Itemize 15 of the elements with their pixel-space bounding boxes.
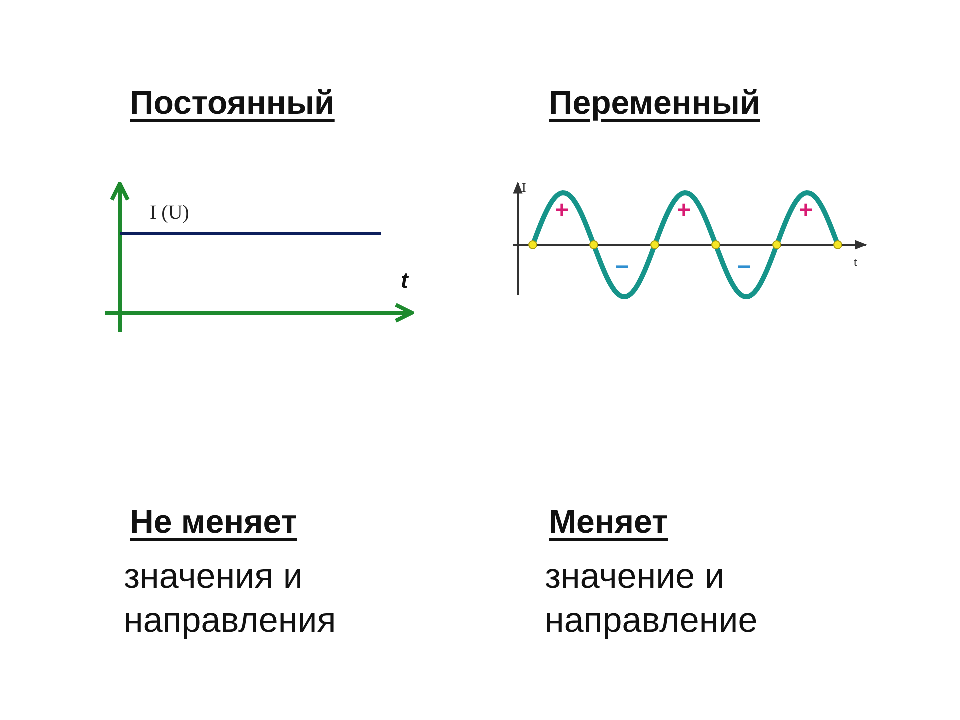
plus-sign: + [799,199,814,223]
minus-sign: − [615,256,630,280]
heading: Меняет [549,505,668,538]
axis-label: t [401,270,408,292]
heading: Переменный [549,86,760,119]
plus-sign: + [677,199,692,223]
axis-label: t [854,256,858,268]
axis-label: I (U) [150,203,190,223]
description: значения и направления [124,556,338,642]
axis-label: I [522,181,526,194]
description: значение и направление [545,556,759,642]
heading: Постоянный [130,86,335,119]
heading: Не меняет [130,505,298,538]
minus-sign: − [737,256,752,280]
plus-sign: + [555,199,570,223]
